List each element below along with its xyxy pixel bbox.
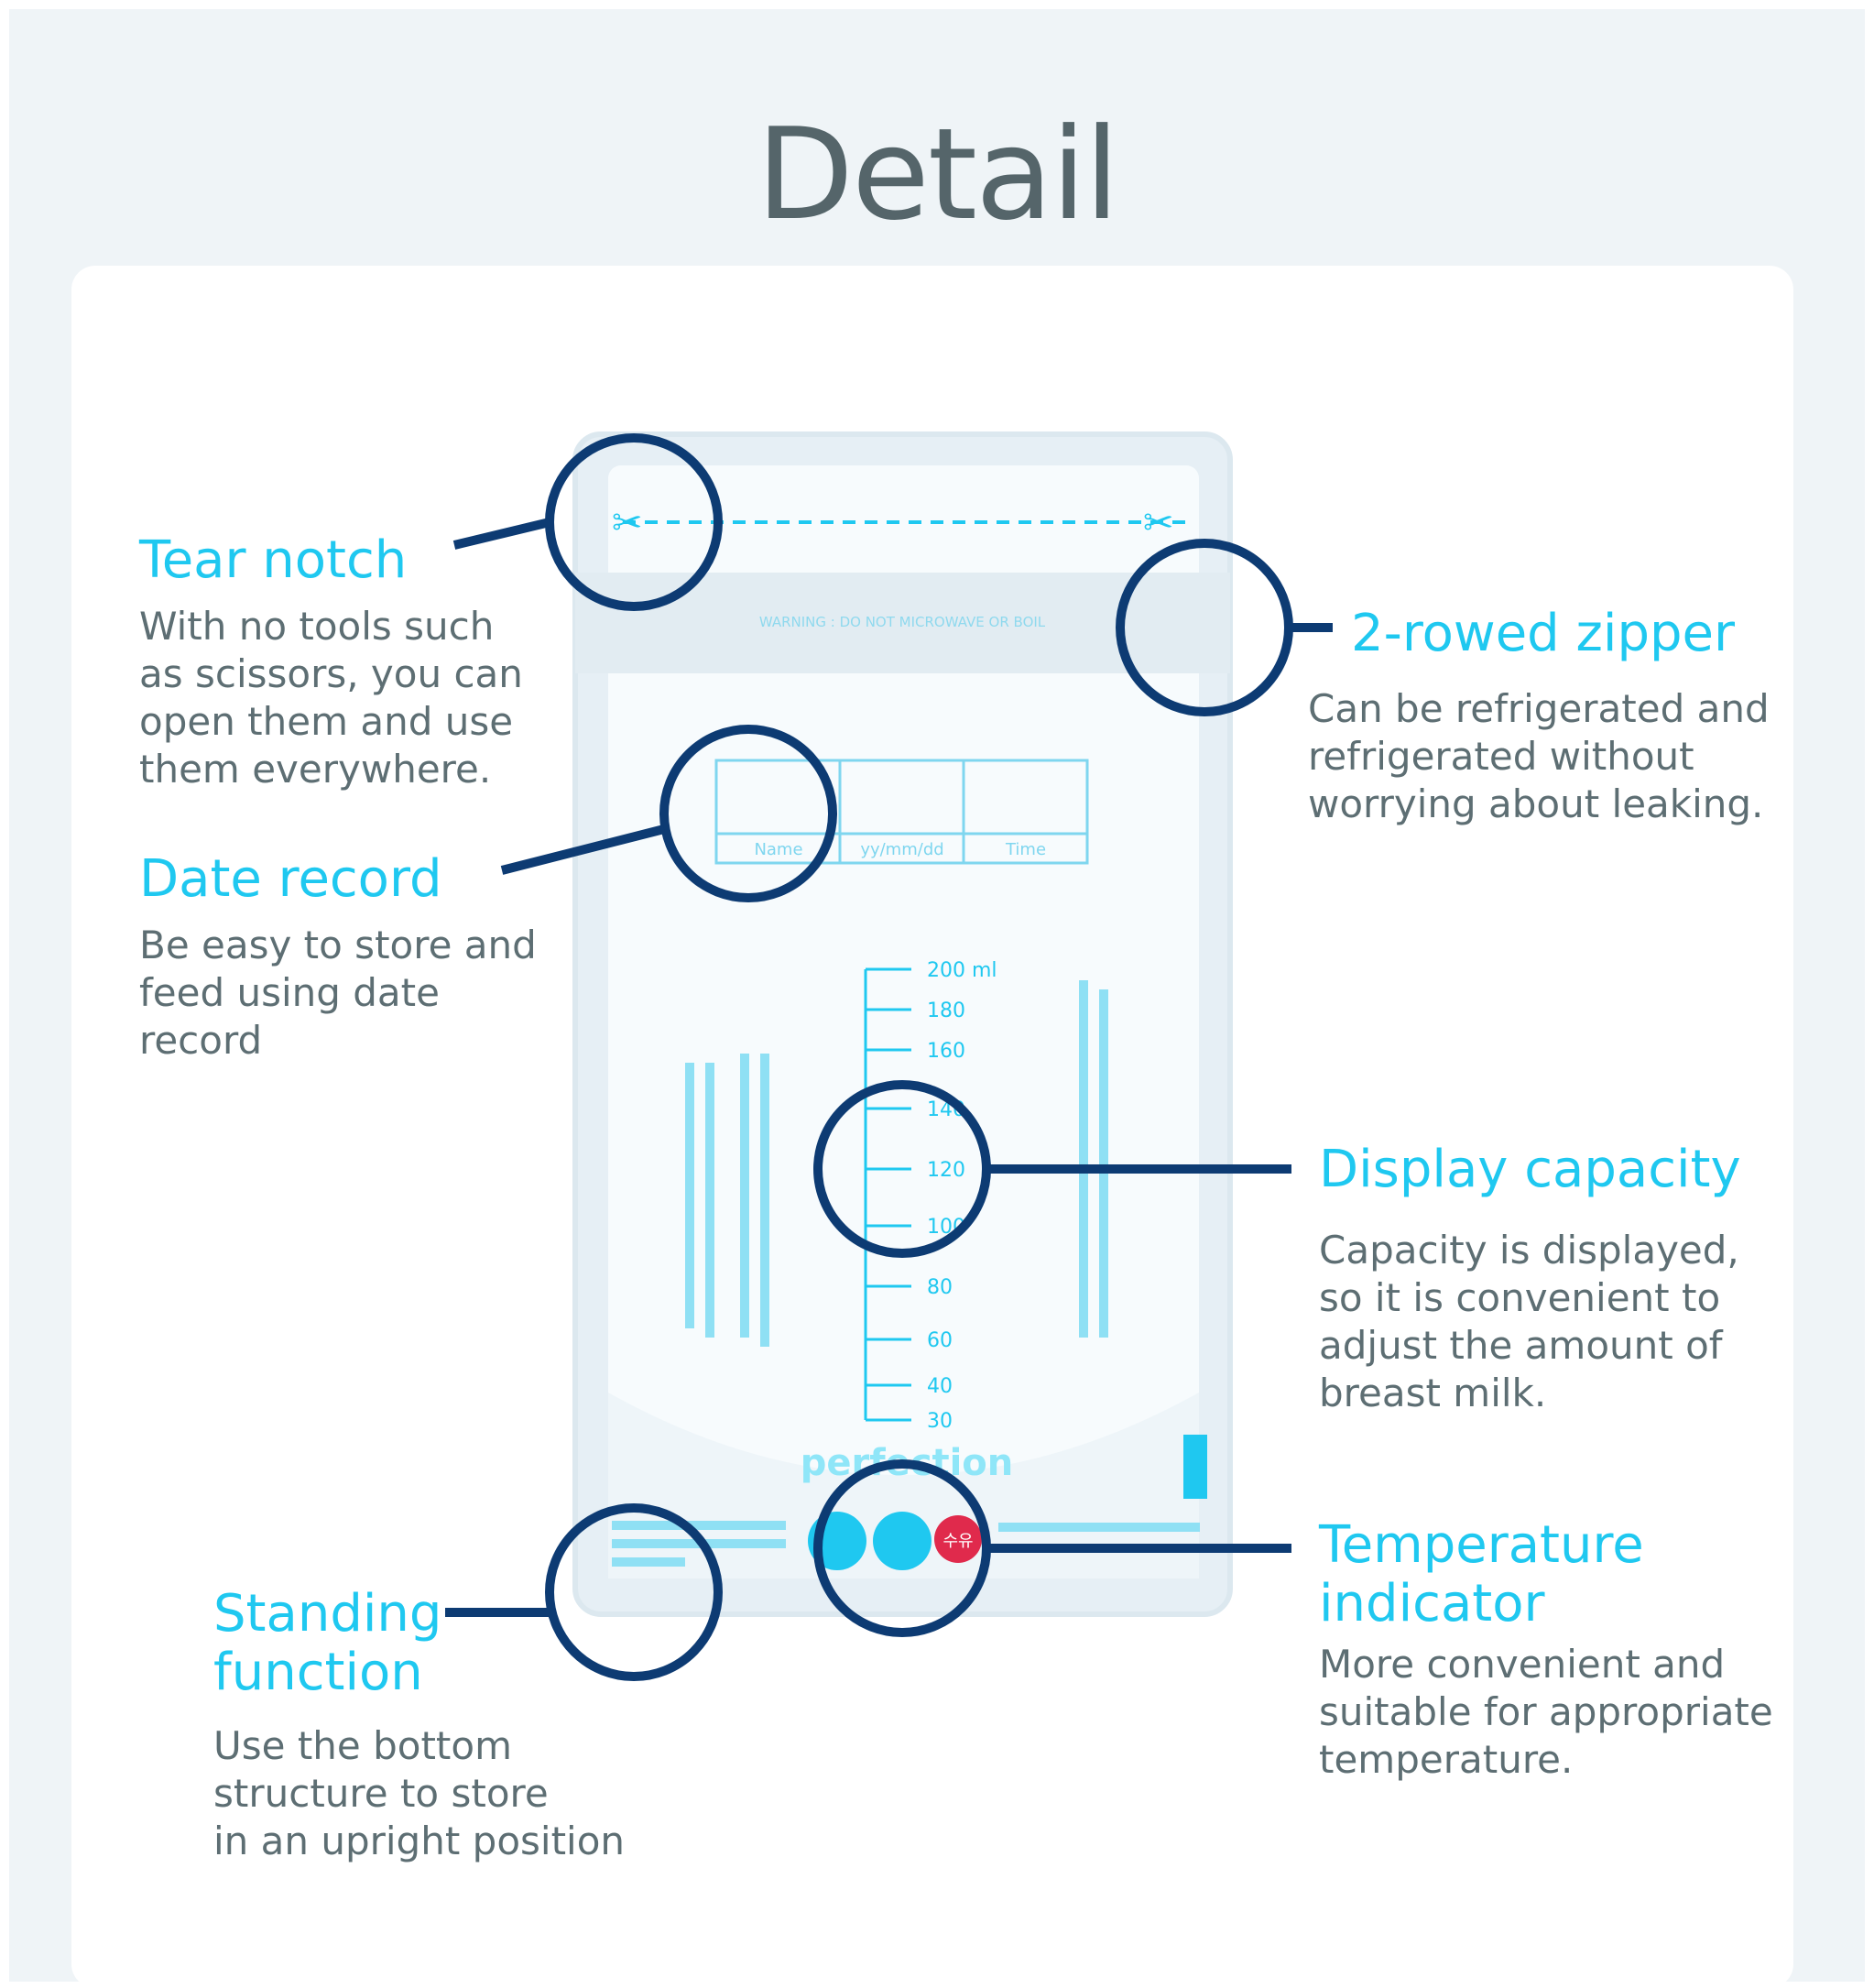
scale-label: 30	[927, 1410, 953, 1433]
callout-text: Capacity is displayed, so it is convenie…	[1319, 1228, 1739, 1415]
leader-tear-notch	[452, 518, 551, 550]
callout-text: With no tools such as scissors, you can …	[139, 604, 523, 792]
callout-title: Temperature indicator	[1319, 1515, 1644, 1633]
callout-title: Tear notch	[139, 530, 408, 590]
callout-text: Be easy to store and feed using date rec…	[139, 923, 537, 1063]
callout-zipper-title-wrap: 2-rowed zipper	[1351, 605, 1827, 663]
bag-side-mark	[1183, 1435, 1207, 1499]
temperature-badge	[934, 1515, 982, 1563]
callout-title: 2-rowed zipper	[1351, 604, 1736, 663]
scale-label: 40	[927, 1375, 953, 1398]
leader-date-record	[500, 825, 666, 875]
side-text-right	[1079, 980, 1108, 1338]
callout-text: Can be refrigerated and refrigerated wit…	[1308, 686, 1770, 826]
callout-zipper: Can be refrigerated and refrigerated wit…	[1308, 685, 1821, 828]
date-record-table	[714, 759, 1089, 865]
label-date: yy/mm/dd	[860, 840, 943, 859]
ring-date-record	[659, 725, 837, 902]
scale-label: 120	[927, 1159, 965, 1182]
label-name: Name	[754, 840, 802, 859]
scale-label: 160	[927, 1040, 965, 1063]
callout-title: Display capacity	[1319, 1140, 1741, 1199]
scale-label: 200 ml	[927, 959, 997, 982]
callout-capacity: Display capacity Capacity is displayed, …	[1319, 1141, 1832, 1417]
scissors-left-icon: ✂	[612, 502, 643, 544]
callout-text: Use the bottom structure to store in an …	[213, 1723, 626, 1863]
callout-date-record: Date record Be easy to store and feed us…	[139, 850, 570, 1065]
bottom-text-right	[998, 1523, 1200, 1532]
callout-text: More convenient and suitable for appropr…	[1319, 1642, 1773, 1782]
indicator-dot-2	[873, 1512, 932, 1570]
callout-temperature: Temperature indicator More convenient an…	[1319, 1516, 1832, 1784]
callout-standing: Standing function Use the bottom structu…	[213, 1585, 690, 1865]
temperature-badge-text: 수유	[942, 1532, 973, 1551]
scale-label: 180	[927, 999, 965, 1022]
callout-tear-notch: Tear notch With no tools such as scissor…	[139, 531, 561, 793]
page-title: Detail	[756, 101, 1120, 248]
ring-standing	[545, 1503, 723, 1681]
callout-title: Date record	[139, 849, 442, 909]
scale-label: 60	[927, 1329, 953, 1352]
label-time: Time	[1005, 840, 1046, 859]
warning-text: WARNING : DO NOT MICROWAVE OR BOIL	[759, 614, 1046, 630]
side-text-left	[685, 1054, 769, 1347]
scale-label: 80	[927, 1276, 953, 1299]
scissors-right-icon: ✂	[1143, 502, 1174, 544]
bag-bottom-curve	[608, 1393, 1199, 1578]
callout-title: Standing function	[213, 1584, 442, 1702]
bag-inner	[608, 465, 1199, 1578]
